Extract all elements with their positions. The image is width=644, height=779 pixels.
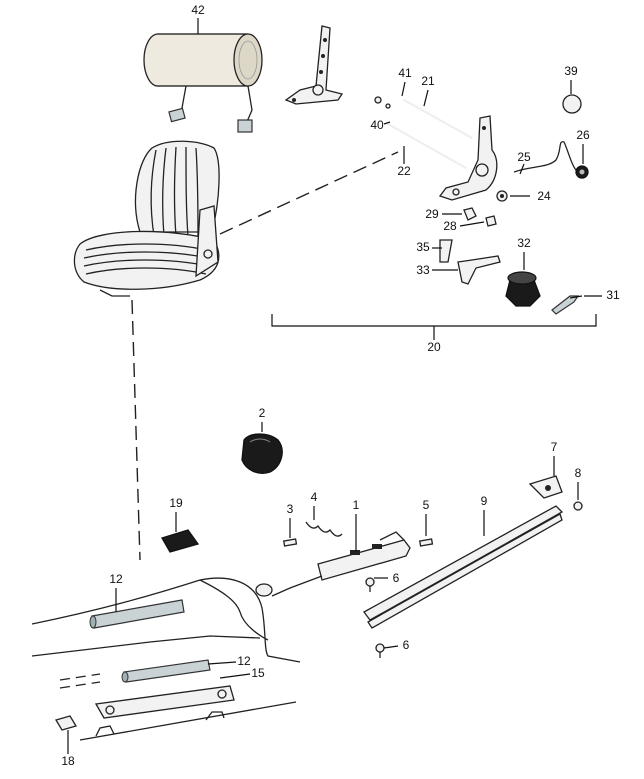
callout-2: 2	[259, 406, 266, 420]
callout-28: 28	[443, 219, 457, 233]
callout-12-upper: 12	[109, 572, 123, 586]
spring-pin	[551, 295, 580, 315]
callout-5: 5	[423, 498, 430, 512]
callout-26: 26	[576, 128, 590, 142]
callout-42: 42	[191, 3, 205, 17]
callout-1: 1	[353, 498, 360, 512]
callout-12-lower: 12	[237, 654, 251, 668]
spring-clip	[496, 141, 589, 202]
guide-line-seat-floor	[131, 299, 141, 561]
callout-4: 4	[311, 490, 318, 504]
callout-8: 8	[575, 466, 582, 480]
cap	[562, 94, 582, 114]
callout-labels: 42 41 40 21 22 39 26 25 24 29 28 35 33 3…	[61, 3, 620, 768]
callout-33: 33	[416, 263, 430, 277]
callout-15: 15	[251, 666, 265, 680]
callout-25: 25	[517, 150, 531, 164]
callout-40: 40	[370, 118, 384, 132]
callout-3: 3	[287, 502, 294, 516]
callout-29: 29	[425, 207, 439, 221]
callout-32: 32	[517, 236, 531, 250]
seat	[73, 140, 220, 297]
callout-6-upper: 6	[393, 571, 400, 585]
headrest-bracket	[284, 25, 344, 105]
floor-pan	[31, 577, 301, 741]
callout-35: 35	[416, 240, 430, 254]
recline-knob	[505, 271, 541, 307]
callout-6-lower: 6	[403, 638, 410, 652]
rubber-pad	[161, 529, 200, 553]
small-hardware	[439, 207, 501, 285]
callout-31: 31	[606, 288, 620, 302]
callout-24: 24	[537, 189, 551, 203]
guide-line-seat-hinge	[219, 151, 399, 235]
callout-9: 9	[481, 494, 488, 508]
callout-41: 41	[398, 66, 412, 80]
callout-19: 19	[169, 496, 183, 510]
callout-20: 20	[427, 340, 441, 354]
headrest	[143, 33, 263, 133]
leader-lines	[67, 18, 584, 754]
seat-track-rail	[363, 475, 583, 658]
shift-knob	[241, 433, 283, 474]
callout-39: 39	[564, 64, 578, 78]
adjuster-rods	[374, 96, 473, 169]
callout-21: 21	[421, 74, 435, 88]
group-bracket	[271, 314, 597, 327]
floor-rails	[89, 599, 211, 683]
callout-7: 7	[551, 440, 558, 454]
callout-18: 18	[61, 754, 75, 768]
hinge-assembly	[438, 115, 498, 201]
callout-22: 22	[397, 164, 411, 178]
release-lever-assembly	[255, 521, 434, 597]
